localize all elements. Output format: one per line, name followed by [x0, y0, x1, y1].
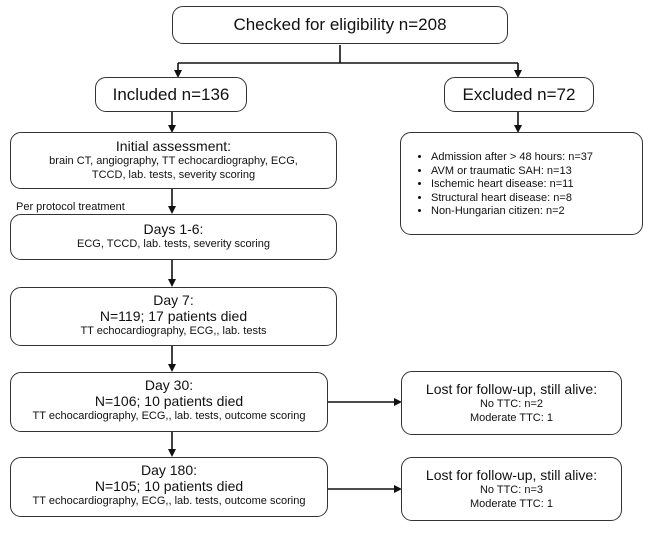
day-7-line2: TT echocardiography, ECG,, lab. tests — [80, 325, 267, 337]
initial-assessment-line2: TCCD, lab. tests, severity scoring — [91, 169, 256, 181]
eligibility-box: Checked for eligibility n=208 — [172, 6, 508, 44]
exclusion-list: Admission after > 48 hours: n=37 AVM or … — [401, 151, 642, 219]
day-30-line2: TT echocardiography, ECG,, lab. tests, o… — [32, 410, 306, 422]
included-box: Included n=136 — [95, 77, 247, 112]
exclusion-item: AVM or traumatic SAH: n=13 — [431, 165, 642, 179]
lost-30-title: Lost for follow-up, still alive: — [425, 381, 598, 397]
lost-180-line2: Moderate TTC: 1 — [470, 498, 553, 510]
lost-30-line1: No TTC: n=2 — [479, 398, 544, 410]
per-protocol-label: Per protocol treatment — [16, 201, 125, 213]
day-7-title: Day 7: — [153, 292, 194, 308]
day-30-line1: N=106; 10 patients died — [94, 393, 244, 409]
initial-assessment-title: Initial assessment: — [115, 138, 232, 154]
excluded-box: Excluded n=72 — [444, 77, 594, 112]
lost-follow-up-30-box: Lost for follow-up, still alive: No TTC:… — [401, 371, 622, 435]
day-7-line1: N=119; 17 patients died — [99, 308, 248, 324]
day-180-title: Day 180: — [140, 462, 198, 478]
day-7-box: Day 7: N=119; 17 patients died TT echoca… — [10, 287, 337, 346]
day-180-line2: TT echocardiography, ECG,, lab. tests, o… — [32, 495, 306, 507]
lost-180-title: Lost for follow-up, still alive: — [425, 467, 598, 483]
day-180-line1: N=105; 10 patients died — [94, 478, 244, 494]
exclusion-item: Non-Hungarian citizen: n=2 — [431, 205, 642, 219]
initial-assessment-box: Initial assessment: brain CT, angiograph… — [10, 132, 337, 189]
initial-assessment-line1: brain CT, angiography, TT echocardiograp… — [49, 155, 298, 167]
exclusion-item: Ischemic heart disease: n=11 — [431, 178, 642, 192]
days-1-6-title: Days 1-6: — [143, 221, 204, 237]
lost-30-line2: Moderate TTC: 1 — [470, 412, 553, 424]
day-30-title: Day 30: — [144, 377, 194, 393]
exclusion-item: Admission after > 48 hours: n=37 — [431, 151, 642, 165]
eligibility-text: Checked for eligibility n=208 — [233, 15, 447, 34]
included-text: Included n=136 — [112, 85, 230, 104]
exclusion-item: Structural heart disease: n=8 — [431, 192, 642, 206]
days-1-6-line1: ECG, TCCD, lab. tests, severity scoring — [77, 238, 270, 250]
day-180-box: Day 180: N=105; 10 patients died TT echo… — [10, 457, 328, 517]
day-30-box: Day 30: N=106; 10 patients died TT echoc… — [10, 372, 328, 432]
exclusion-reasons-box: Admission after > 48 hours: n=37 AVM or … — [400, 132, 643, 235]
lost-follow-up-180-box: Lost for follow-up, still alive: No TTC:… — [401, 457, 622, 521]
excluded-text: Excluded n=72 — [462, 85, 576, 104]
days-1-6-box: Days 1-6: ECG, TCCD, lab. tests, severit… — [10, 214, 337, 260]
lost-180-line1: No TTC: n=3 — [479, 484, 544, 496]
